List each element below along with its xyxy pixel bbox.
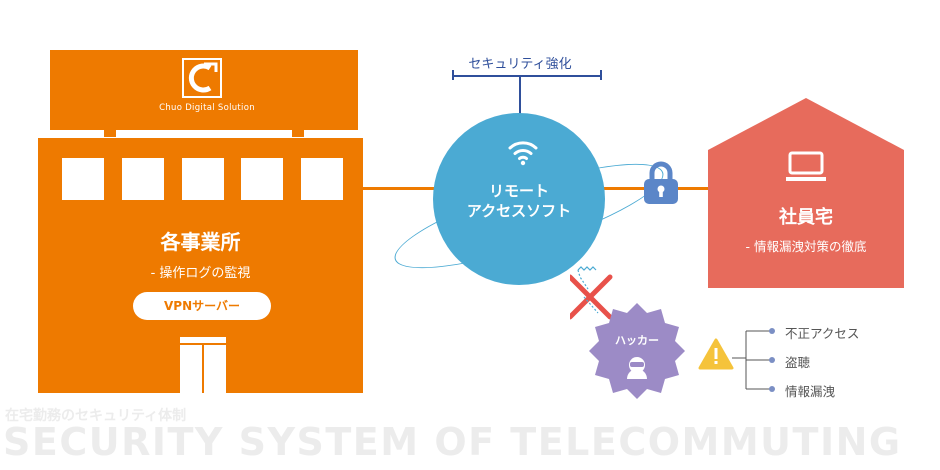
home-house <box>708 98 904 288</box>
remote-title-line1: リモート <box>488 182 549 200</box>
watermark-en: SECURITY SYSTEM OF TELECOMMUTING <box>3 420 902 464</box>
wifi-icon <box>508 141 538 166</box>
sign-post-right <box>292 127 304 137</box>
bracket-tick-left <box>452 70 454 80</box>
door-split <box>202 343 204 393</box>
home-title: 社員宅 <box>779 207 833 228</box>
threat-item: 盗聴 <box>785 355 811 370</box>
remote-title-line2: アクセスソフト <box>466 202 572 220</box>
office-subtitle: - 操作ログの監視 <box>150 266 251 281</box>
threat-item: 情報漏洩 <box>785 384 836 399</box>
hacker-section <box>570 266 775 399</box>
hacker-icon <box>627 357 647 379</box>
home-subtitle: - 情報漏洩対策の徹底 <box>745 239 867 254</box>
window <box>62 158 104 200</box>
threat-item: 不正アクセス <box>785 326 860 341</box>
bracket-stem <box>519 76 521 116</box>
remote-access-circle <box>433 113 605 285</box>
bracket-tick-right <box>600 70 602 80</box>
hacker-label: ハッカー <box>615 334 659 347</box>
warning-icon <box>698 338 734 370</box>
office-link-line <box>363 187 438 190</box>
vpn-server-badge: VPNサーバー <box>133 292 271 320</box>
logo-icon <box>182 58 222 98</box>
hacker-badge <box>589 303 685 399</box>
office-title: 各事業所 <box>160 230 241 254</box>
security-label: セキュリティ強化 <box>468 57 572 72</box>
cross-icon <box>570 274 613 320</box>
computer-icon <box>786 151 826 181</box>
window <box>122 158 164 200</box>
watermark-jp: 在宅勤務のセキュリティ体制 <box>5 408 187 424</box>
window <box>301 158 343 200</box>
window <box>182 158 224 200</box>
security-bracket <box>452 75 602 77</box>
logo-text: Chuo Digital Solution <box>159 103 255 113</box>
lock-icon <box>644 161 678 204</box>
window <box>241 158 283 200</box>
remote-access-title: リモート アクセスソフト <box>433 181 605 221</box>
sign-post-left <box>104 127 116 137</box>
